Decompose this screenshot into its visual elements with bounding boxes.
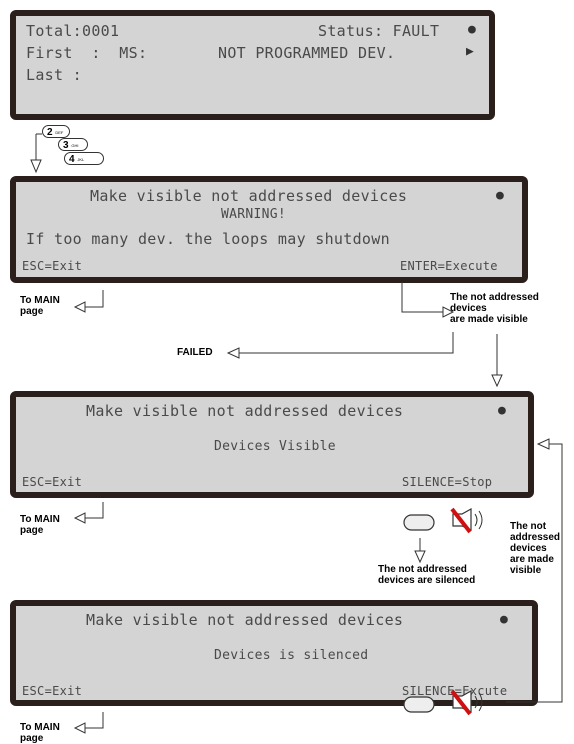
total-count: Total:0001: [26, 22, 120, 40]
made-visible-label-1: The not addressed devices are made visib…: [450, 292, 539, 325]
arrow-head-left-icon: [73, 301, 86, 313]
silence-key-icon: [403, 514, 435, 531]
status-text: Status: FAULT: [318, 22, 440, 40]
key-3-button[interactable]: 3 GHI: [58, 138, 88, 151]
to-main-label-2: To MAIN page: [20, 514, 60, 536]
key-3-number: 3: [63, 140, 69, 152]
menu-marker-icon: ●: [496, 188, 505, 203]
screen2-title: Make visible not addressed devices: [90, 187, 408, 205]
first-value: NOT PROGRAMMED DEV.: [218, 44, 396, 62]
key-2-button[interactable]: 2 DEF: [42, 125, 70, 138]
lcd-screen-silenced: Make visible not addressed devices ● Dev…: [10, 600, 538, 706]
arrow-head-down-icon: [491, 374, 503, 388]
to-main-label-3: To MAIN page: [20, 722, 60, 744]
made-visible-label-2: The not addressed devices are made visib…: [510, 521, 561, 576]
key-4-letters: JKL: [77, 157, 85, 162]
failed-label: FAILED: [177, 347, 213, 358]
arrow-head-left-icon: [73, 722, 86, 734]
key-2-number: 2: [47, 127, 53, 139]
lcd-screen-status: Total:0001 Status: FAULT ● First : MS: N…: [10, 10, 495, 120]
arrow-head-down-icon: [414, 550, 426, 564]
scroll-right-icon: ▶: [466, 44, 475, 59]
to-main-label-1: To MAIN page: [20, 295, 60, 317]
silence-stop-hint: SILENCE=Stop: [402, 475, 493, 489]
shutdown-warning: If too many dev. the loops may shutdown: [26, 230, 390, 248]
lcd-screen-visible: Make visible not addressed devices ● Dev…: [10, 391, 534, 498]
screen4-title: Make visible not addressed devices: [86, 611, 404, 629]
last-label: Last :: [26, 66, 82, 84]
esc-exit-hint: ESC=Exit: [22, 259, 83, 273]
enter-execute-hint: ENTER=Execute: [400, 259, 498, 273]
menu-marker-icon: ●: [500, 612, 509, 627]
first-label: First : MS:: [26, 44, 148, 62]
arrow-head-down-icon: [30, 159, 42, 174]
key-4-button[interactable]: 4 JKL: [64, 152, 104, 165]
arrow-head-left-icon: [536, 438, 550, 450]
key-3-letters: GHI: [71, 143, 79, 148]
esc-exit-hint: ESC=Exit: [22, 684, 83, 698]
menu-marker-icon: ●: [468, 22, 477, 37]
arrow-head-right-icon: [442, 306, 455, 318]
warning-text: WARNING!: [221, 207, 287, 222]
arrow-head-left-icon: [226, 347, 240, 359]
esc-exit-hint: ESC=Exit: [22, 475, 83, 489]
screen3-title: Make visible not addressed devices: [86, 402, 404, 420]
menu-marker-icon: ●: [498, 403, 507, 418]
key-2-letters: DEF: [55, 130, 64, 135]
silenced-label: The not addressed devices are silenced: [378, 564, 476, 586]
arrow-head-left-icon: [73, 512, 86, 524]
devices-visible-text: Devices Visible: [214, 439, 336, 454]
muted-speaker-icon: [450, 689, 483, 716]
muted-speaker-icon: [450, 507, 483, 534]
devices-silenced-text: Devices is silenced: [214, 648, 369, 663]
lcd-screen-confirm: Make visible not addressed devices ● WAR…: [10, 176, 528, 283]
key-4-number: 4: [69, 154, 75, 166]
silence-key-icon: [403, 696, 435, 713]
